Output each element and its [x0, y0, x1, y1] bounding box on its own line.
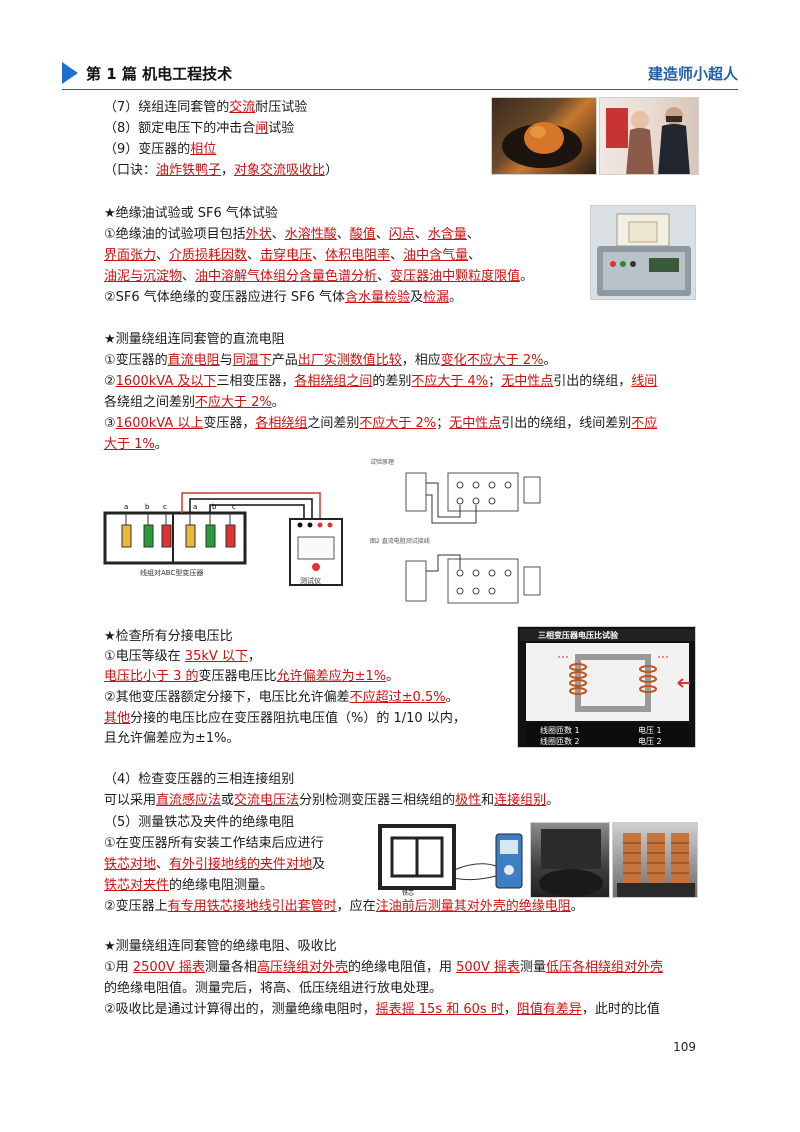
screen-label: 线圈匝数 1 [540, 725, 580, 735]
screen-label: 线圈匝数 2 [540, 736, 580, 746]
terminal-labels: a b c a b c [124, 503, 236, 511]
terminal-label: b [212, 503, 217, 511]
terminal-label: a [124, 503, 128, 511]
screen-title: 三相变压器电压比试验 [538, 630, 619, 640]
text-line: ②变压器上有专用铁芯接地线引出套管时，应在注油前后测量其对外壳的绝缘电阻。 [104, 899, 584, 914]
screen-label: 电压 2 [638, 736, 662, 746]
people-illustration [606, 107, 690, 174]
fried-duck-photo [491, 97, 597, 175]
section-title: ★测量绕组连同套管的直流电阻 [104, 332, 285, 347]
text-line: 大于 1%。 [104, 437, 168, 452]
people-photo [599, 97, 699, 175]
brand-name: 建造师小超人 [647, 65, 738, 83]
core-insulation-diagram: 铁芯 [378, 824, 523, 897]
transformer-winding-photo-2 [612, 822, 698, 898]
chapter-title: 第 1 篇 机电工程技术 [86, 65, 233, 83]
section-title: （5）测量铁芯及夹件的绝缘电阻 [104, 815, 295, 830]
transformer-core-photo-1 [530, 822, 610, 898]
dc-resistance-test-schematic: 试验原理 图2 直流电阻测试接线 [370, 458, 541, 604]
page-header: 第 1 篇 机电工程技术 建造师小超人 [62, 58, 738, 90]
terminal-label: c [232, 503, 236, 511]
text-line: ①用 2500V 摇表测量各相高压绕组对外壳的绝缘电阻值，用 500V 摇表测量… [104, 960, 663, 975]
section-title: ★绝缘油试验或 SF6 气体试验 [104, 206, 278, 221]
text-line: ③1600kVA 以上变压器，各相绕组之间差别不应大于 2%；无中性点引出的绕组… [104, 416, 658, 431]
screen-label: 电压 1 [638, 725, 662, 735]
text-line: 各绕组之间差别不应大于 2%。 [104, 395, 285, 410]
header-triangle-icon [62, 62, 78, 84]
mnemonic-line: （口诀：油炸铁鸭子，对象交流吸收比） [104, 163, 339, 178]
text-line: ①电压等级在 35kV 以下， [104, 649, 261, 664]
section-title: ★测量绕组连同套管的绝缘电阻、吸收比 [104, 939, 337, 954]
section-title: （4）检查变压器的三相连接组别 [104, 772, 295, 787]
text-line: ②1600kVA 及以下三相变压器，各相绕组之间的差别不应大于 4%；无中性点引… [104, 374, 658, 389]
text-line: 的绝缘电阻值。测量完后，将高、低压绕组进行放电处理。 [104, 981, 443, 996]
section-title: ★检查所有分接电压比 [104, 629, 233, 644]
text-line: 铁芯对地、有外引接地线的夹件对地及 [104, 857, 326, 872]
text-line: ②吸收比是通过计算得出的，测量绝缘电阻时，摇表摇 15s 和 60s 时，阻值有… [104, 1002, 660, 1017]
text-line: 铁芯对夹件的绝缘电阻测量。 [104, 878, 274, 893]
schematic-title-1: 试验原理 [370, 458, 394, 466]
oil-tester-illustration [597, 213, 691, 296]
text-line: ①变压器的直流电阻与同温下产品出厂实测数值比较，相应变化不应大于 2%。 [104, 353, 557, 368]
duck-illustration [502, 122, 582, 168]
core-caption: 铁芯 [402, 889, 414, 897]
text-line: 电压比小于 3 的变压器电压比允许偏差应为±1%。 [104, 669, 400, 684]
text-line: ①绝缘油的试验项目包括外状、水溶性酸、酸值、闪点、水含量、 [104, 227, 480, 242]
terminal-label: b [145, 503, 150, 511]
schematic-title-2: 图2 直流电阻测试接线 [370, 537, 430, 545]
page-number: 109 [673, 1040, 696, 1054]
terminal-label: c [163, 503, 167, 511]
wiring-caption: 线组对ABC型变压器 [140, 568, 203, 577]
dc-resistance-wiring-diagram: a b c a b c 线组对ABC型变压器 测试仪 [103, 492, 343, 586]
meter-caption: 测试仪 [300, 576, 321, 585]
text-line: （7）绕组连同套管的交流耐压试验 [104, 100, 308, 115]
transformer-ratio-illustration: 三相变压器电压比试验 线圈匝数 1 线圈匝数 2 电压 1 电压 2 [520, 629, 695, 747]
text-line: 可以采用直流感应法或交流电压法分别检测变压器三相绕组的极性和连接组别。 [104, 793, 560, 808]
voltage-ratio-video-frame: 三相变压器电压比试验 线圈匝数 1 线圈匝数 2 电压 1 电压 2 [517, 626, 696, 748]
text-line: 且允许偏差应为±1%。 [104, 731, 240, 746]
oil-tester-photo [590, 205, 696, 300]
text-line: 界面张力、介质损耗因数、击穿电压、体积电阻率、油中含气量、 [104, 248, 482, 263]
text-line: ①在变压器所有安装工作结束后应进行 [104, 836, 324, 851]
winding-photo-illustration [617, 833, 695, 897]
text-line: ②SF6 气体绝缘的变压器应进行 SF6 气体含水量检验及检漏。 [104, 290, 463, 305]
text-line: 其他分接的电压比应在变压器阻抗电压值（%）的 1/10 以内， [104, 711, 466, 726]
terminal-label: a [193, 503, 197, 511]
text-line: （8）额定电压下的冲击合闸试验 [104, 121, 295, 136]
text-line: 油泥与沉淀物、油中溶解气体组分含量色谱分析、变压器油中颗粒度限值。 [104, 269, 534, 284]
text-line: ②其他变压器额定分接下，电压比允许偏差不应超过±0.5%。 [104, 690, 459, 705]
text-line: （9）变压器的相位 [104, 142, 217, 157]
core-photo-illustration [539, 829, 603, 897]
